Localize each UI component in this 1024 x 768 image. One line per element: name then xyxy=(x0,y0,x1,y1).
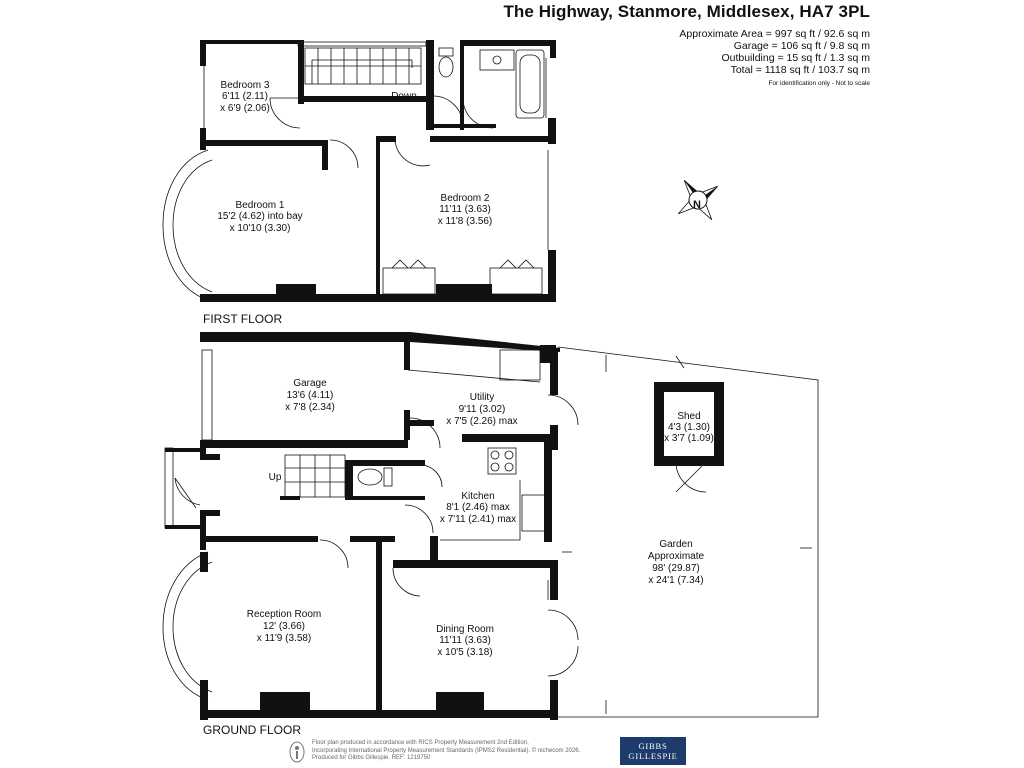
ground-floor-stairs xyxy=(284,454,346,498)
wardrobe-left xyxy=(382,267,436,295)
garage-area-text: Garage = 106 sq ft / 9.8 sq m xyxy=(733,40,870,52)
garden-dim2: x 24'1 (7.34) xyxy=(648,575,703,586)
logo-line2: GILLESPIE xyxy=(628,751,678,761)
bedroom1-name: Bedroom 1 xyxy=(236,200,285,211)
bedroom3-name: Bedroom 3 xyxy=(221,80,270,91)
approximate-area-text: Approximate Area = 997 sq ft / 92.6 sq m xyxy=(679,28,870,40)
toilet-downstairs xyxy=(357,468,383,486)
stairs-down-label: Down xyxy=(391,91,417,102)
bedroom2-dim1: 11'11 (3.63) xyxy=(439,204,491,215)
compass-rose xyxy=(678,180,718,220)
logo-line1: GIBBS xyxy=(638,741,668,751)
stairs-window xyxy=(297,41,427,47)
utility-dim2: x 7'5 (2.26) max xyxy=(446,416,517,427)
footer-line3: Produced for Gibbs Gillespie. REF: 12197… xyxy=(312,755,431,761)
garden-dim1: 98' (29.87) xyxy=(652,563,700,574)
reception-dim2: x 11'9 (3.58) xyxy=(257,633,312,644)
door-bedroom3 xyxy=(269,97,301,129)
compass-north-label: N xyxy=(693,199,701,211)
shed-dim2: x 3'7 (1.09) xyxy=(664,433,714,444)
bedroom3-dim1: 6'11 (2.11) xyxy=(222,91,268,102)
gibbs-gillespie-logo: GIBBS GILLESPIE xyxy=(620,737,686,765)
kitchen-dim1: 8'1 (2.46) max xyxy=(446,502,510,513)
shed-interior xyxy=(664,392,714,456)
shed-dim1: 4'3 (1.30) xyxy=(668,422,710,433)
utility-dim1: 9'11 (3.02) xyxy=(459,404,506,415)
footer-note: Floor plan produced in accordance with R… xyxy=(312,740,580,763)
french-door-upper xyxy=(547,609,579,641)
front-door xyxy=(174,477,197,509)
garden-name: Garden xyxy=(659,539,692,550)
utility-name: Utility xyxy=(470,392,494,403)
property-address-title: The Highway, Stanmore, Middlesex, HA7 3P… xyxy=(503,2,870,21)
basin xyxy=(479,49,515,71)
reception-dim1: 12' (3.66) xyxy=(263,621,305,632)
bedroom1-dim2: x 10'10 (3.30) xyxy=(230,223,291,234)
outbuilding-area-text: Outbuilding = 15 sq ft / 1.3 sq m xyxy=(721,52,870,64)
footer-line2: Incorporating International Property Mea… xyxy=(312,747,581,754)
bathtub xyxy=(515,49,545,119)
first-floor-stairs xyxy=(304,47,422,85)
ground-floor-label: GROUND FLOOR xyxy=(203,723,301,737)
dining-dim2: x 10'5 (3.18) xyxy=(437,647,492,658)
french-door-lower xyxy=(547,645,579,677)
first-floor-label: FIRST FLOOR xyxy=(203,312,282,326)
garage-name: Garage xyxy=(293,378,327,389)
garage-door xyxy=(201,349,213,441)
scale-disclaimer: For identification only - Not to scale xyxy=(768,80,870,87)
bedroom2-dim2: x 11'8 (3.56) xyxy=(438,216,493,227)
kitchen-name: Kitchen xyxy=(461,491,494,502)
garage-dim2: x 7'8 (2.34) xyxy=(285,402,335,413)
reception-name: Reception Room xyxy=(247,609,321,620)
hob xyxy=(487,447,517,475)
bay-window-bedroom1 xyxy=(162,149,209,301)
utility-sink xyxy=(499,349,541,381)
garden-approx: Approximate xyxy=(648,551,705,562)
garden-boundary xyxy=(557,346,819,718)
shed-name: Shed xyxy=(677,411,700,422)
bedroom1-dim1: 15'2 (4.62) into bay xyxy=(217,211,302,222)
dining-dim1: 11'11 (3.63) xyxy=(439,635,491,646)
footer-line1: Floor plan produced in accordance with R… xyxy=(312,740,529,746)
wardrobe-right xyxy=(489,267,543,295)
kitchen-dim2: x 7'11 (2.41) max xyxy=(440,514,516,525)
bedroom3-dim2: x 6'9 (2.06) xyxy=(220,103,270,114)
toilet-upstairs xyxy=(438,56,454,78)
bedroom2-name: Bedroom 2 xyxy=(441,193,490,204)
stairs-up-label: Up xyxy=(269,472,282,483)
dining-name: Dining Room xyxy=(436,624,494,635)
garage-dim1: 13'6 (4.11) xyxy=(287,390,334,401)
bay-window-reception xyxy=(162,551,209,701)
rics-mark-icon xyxy=(289,741,305,763)
total-area-text: Total = 1118 sq ft / 103.7 sq m xyxy=(730,64,870,76)
plan-thin-lines xyxy=(162,41,819,718)
kitchen-sink xyxy=(521,494,547,532)
